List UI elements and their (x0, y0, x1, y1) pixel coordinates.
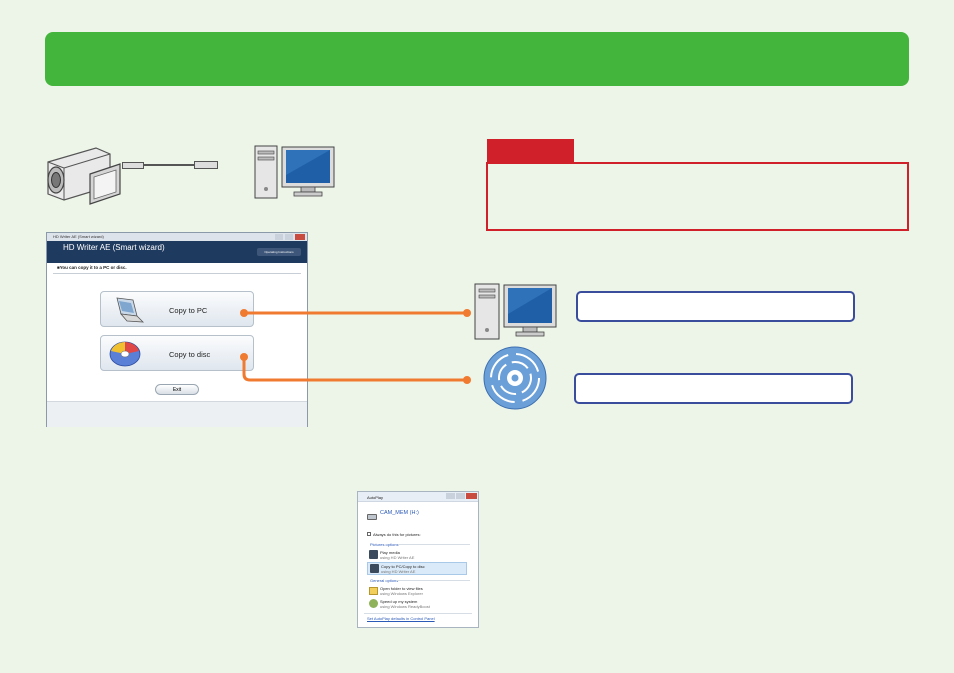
option-speed-up[interactable]: Speed up my system using Windows ReadyBo… (367, 598, 467, 610)
copy-to-disc-label: Copy to disc (169, 350, 211, 359)
camcorder-icon (47, 147, 121, 205)
wizard-divider (53, 273, 301, 274)
drive-icon (367, 514, 377, 520)
always-do-checkbox[interactable] (367, 532, 371, 536)
destination-disc-box (574, 373, 853, 404)
option-play-media-title: Play media (380, 550, 400, 555)
copy-to-disc-button[interactable]: Copy to disc (100, 335, 254, 371)
option-speed-up-title: Speed up my system (380, 599, 418, 604)
option-play-media[interactable]: Play media using HD Writer AE (367, 549, 467, 561)
maximize-icon[interactable] (285, 234, 293, 240)
folder-icon (369, 587, 378, 595)
autoplay-title: AutoPlay (367, 495, 384, 500)
desktop-pc-icon (254, 145, 335, 199)
wizard-window-controls (275, 234, 305, 240)
note-box (486, 162, 909, 231)
autoplay-titlebar: AutoPlay (358, 492, 478, 502)
hd-writer-wizard-window: HD Writer AE (Smart wizard) HD Writer AE… (46, 232, 308, 427)
wizard-title: HD Writer AE (Smart wizard) (63, 243, 165, 252)
hd-writer-icon (370, 564, 379, 573)
pc-connector (240, 309, 471, 317)
option-copy-sub: using HD Writer AE (381, 569, 416, 574)
autoplay-close-icon[interactable] (466, 493, 477, 499)
hd-writer-icon (369, 550, 378, 559)
close-icon[interactable] (295, 234, 305, 240)
autoplay-footer-divider (364, 613, 472, 614)
laptop-icon (116, 297, 145, 323)
autoplay-dialog: AutoPlay CAM_MEM (H:) Always do this for… (357, 491, 479, 628)
option-copy-to-pc-disc[interactable]: Copy to PC/Copy to disc using HD Writer … (367, 562, 467, 575)
general-options-heading: General options (370, 578, 399, 583)
option-open-folder[interactable]: Open folder to view files using Windows … (367, 585, 467, 597)
wizard-subtitle: ■You can copy it to a PC or disc. (57, 265, 127, 270)
option-speed-up-sub: using Windows ReadyBoost (380, 604, 430, 609)
readyboost-icon (369, 599, 378, 608)
general-options-divider (396, 580, 470, 581)
autoplay-minimize-icon[interactable] (446, 493, 455, 499)
option-open-folder-sub: using Windows Explorer (380, 591, 423, 596)
destination-pc-icon (474, 283, 557, 340)
copy-to-pc-label: Copy to PC (169, 306, 208, 315)
copy-to-pc-button[interactable]: Copy to PC (100, 291, 254, 327)
disc-stack-icon (109, 341, 141, 367)
autoplay-defaults-link[interactable]: Set AutoPlay defaults in Control Panel (367, 616, 435, 621)
autoplay-device: CAM_MEM (H:) (380, 510, 419, 516)
pictures-options-heading: Pictures options (370, 542, 399, 547)
wizard-footer (47, 401, 307, 427)
exit-button[interactable]: Exit (155, 384, 199, 395)
usb-cable-icon (122, 161, 218, 169)
disc-icon (483, 346, 547, 410)
operating-instructions-button[interactable]: Operating Instructions (257, 248, 301, 256)
minimize-icon[interactable] (275, 234, 283, 240)
pictures-options-divider (398, 544, 470, 545)
option-copy-title: Copy to PC/Copy to disc (381, 564, 425, 569)
wizard-header (47, 241, 307, 263)
always-do-label: Always do this for pictures: (373, 532, 421, 537)
destination-pc-box (576, 291, 855, 322)
wizard-window-titlebar: HD Writer AE (Smart wizard) (47, 233, 307, 241)
autoplay-maximize-icon[interactable] (456, 493, 465, 499)
option-play-media-sub: using HD Writer AE (380, 555, 415, 560)
title-bar (45, 32, 909, 86)
note-label (487, 139, 574, 162)
option-open-folder-title: Open folder to view files (380, 586, 423, 591)
disc-connector (240, 353, 471, 384)
